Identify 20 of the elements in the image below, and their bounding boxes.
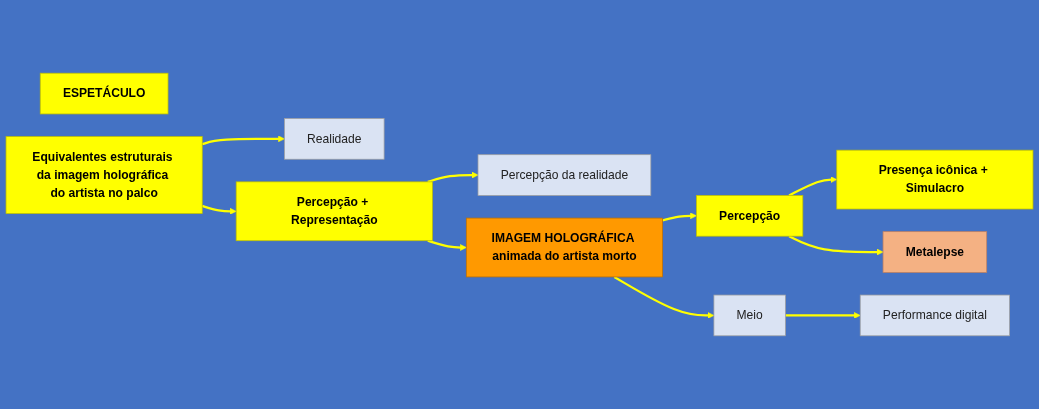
node-box: Presença icônica + Simulacro: [836, 149, 1034, 210]
node-box: ESPETÁCULO: [39, 72, 169, 115]
arrow: [201, 204, 237, 215]
arrow: [427, 171, 479, 183]
arrow: [662, 212, 697, 222]
arrow: [613, 275, 715, 319]
node-box: Percepção + Representação: [235, 181, 433, 242]
arrow: [201, 135, 285, 146]
node-box: Percepção: [696, 195, 804, 237]
arrow: [788, 235, 884, 256]
node-box: Realidade: [284, 118, 385, 160]
node-box: Metalepse: [882, 231, 988, 273]
node-box: Equivalentes estruturais da imagem holográfica do artista no palco: [5, 136, 203, 214]
node-box: Percepção da realidade: [477, 154, 652, 196]
node-box: IMAGEM HOLOGRÁFICA animada do artista morto: [465, 217, 663, 278]
arrow: [427, 239, 467, 251]
arrow: [785, 312, 861, 319]
arrow: [788, 176, 838, 197]
node-box: Performance digital: [859, 294, 1010, 337]
node-box: Meio: [713, 294, 786, 337]
